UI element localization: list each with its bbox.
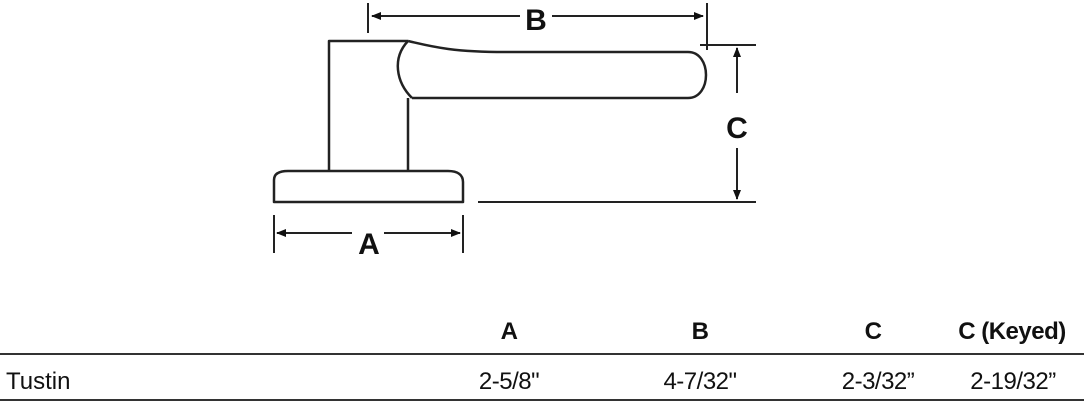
lever-base (272, 169, 465, 204)
value-c: 2-3/32” (841, 368, 915, 395)
lever-stem (327, 39, 408, 171)
value-a: 2-5/8" (478, 368, 540, 395)
header-divider (0, 353, 1084, 355)
dimension-label-a: A (358, 228, 380, 261)
column-header-a: A (500, 318, 518, 345)
column-header-c-keyed: C (Keyed) (958, 318, 1066, 345)
table-bottom-rule (0, 399, 1084, 401)
row-name: Tustin (6, 368, 71, 395)
value-b: 4-7/32" (663, 368, 737, 395)
column-header-b: B (691, 318, 709, 345)
lever-handle-diagram: B C A (272, 3, 756, 261)
value-c-keyed: 2-19/32” (970, 368, 1056, 395)
lever-arm (407, 39, 708, 100)
dimension-label-b: B (525, 4, 547, 37)
column-header-c: C (864, 318, 882, 345)
dimension-label-c: C (726, 112, 748, 145)
